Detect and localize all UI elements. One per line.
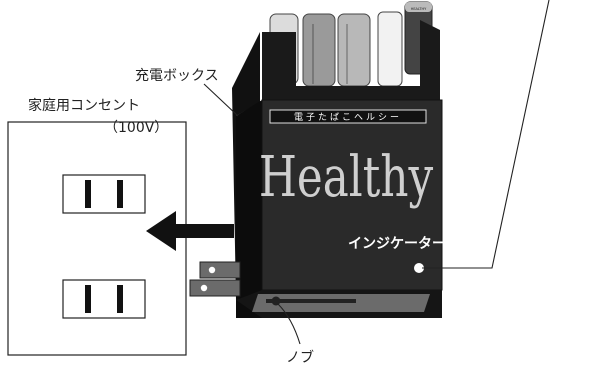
outlet-socket-bottom [62, 279, 146, 319]
label-voltage: （100V） [104, 120, 168, 136]
device-subtitle: 電子たばこヘルシー [294, 112, 402, 123]
label-charging-box: 充電ボックス [135, 68, 219, 84]
wall-outlet [7, 121, 187, 356]
plug-in-arrow [146, 211, 234, 251]
knob [266, 296, 356, 306]
label-knob: ノブ [286, 349, 314, 366]
leader-indicator [422, 0, 550, 269]
brand-logo: Healthy [259, 144, 434, 210]
leader-knob [277, 303, 301, 345]
label-indicator: インジケーター [348, 236, 446, 252]
charging-box: 電子たばこヘルシー Healthy [232, 20, 443, 318]
plug-prongs [189, 261, 241, 297]
label-outlet: 家庭用コンセント [28, 97, 140, 114]
outlet-socket-top [62, 174, 146, 214]
indicator-led [414, 263, 424, 273]
cartridge-tag: HEALTHY [411, 7, 427, 11]
leader-charging-box [203, 83, 239, 117]
